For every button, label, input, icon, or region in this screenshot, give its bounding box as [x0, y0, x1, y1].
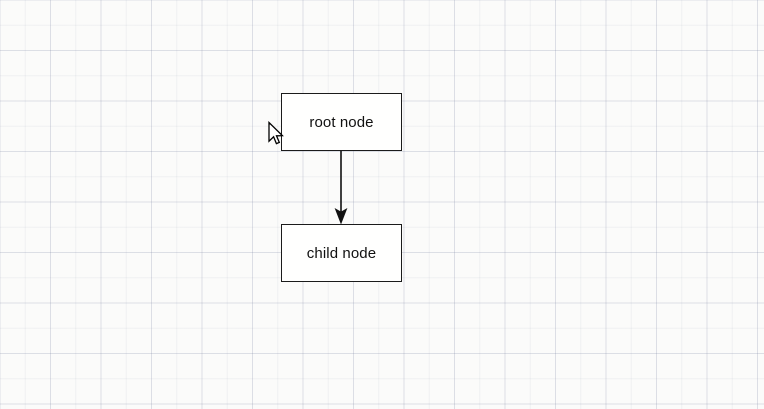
node-label: child node	[306, 244, 377, 262]
edge-root-to-child[interactable]	[334, 151, 348, 225]
node-child-node[interactable]: child node	[281, 224, 402, 282]
arrowhead-icon	[334, 208, 348, 225]
node-root-node[interactable]: root node	[281, 93, 402, 151]
node-label: root node	[309, 113, 374, 131]
